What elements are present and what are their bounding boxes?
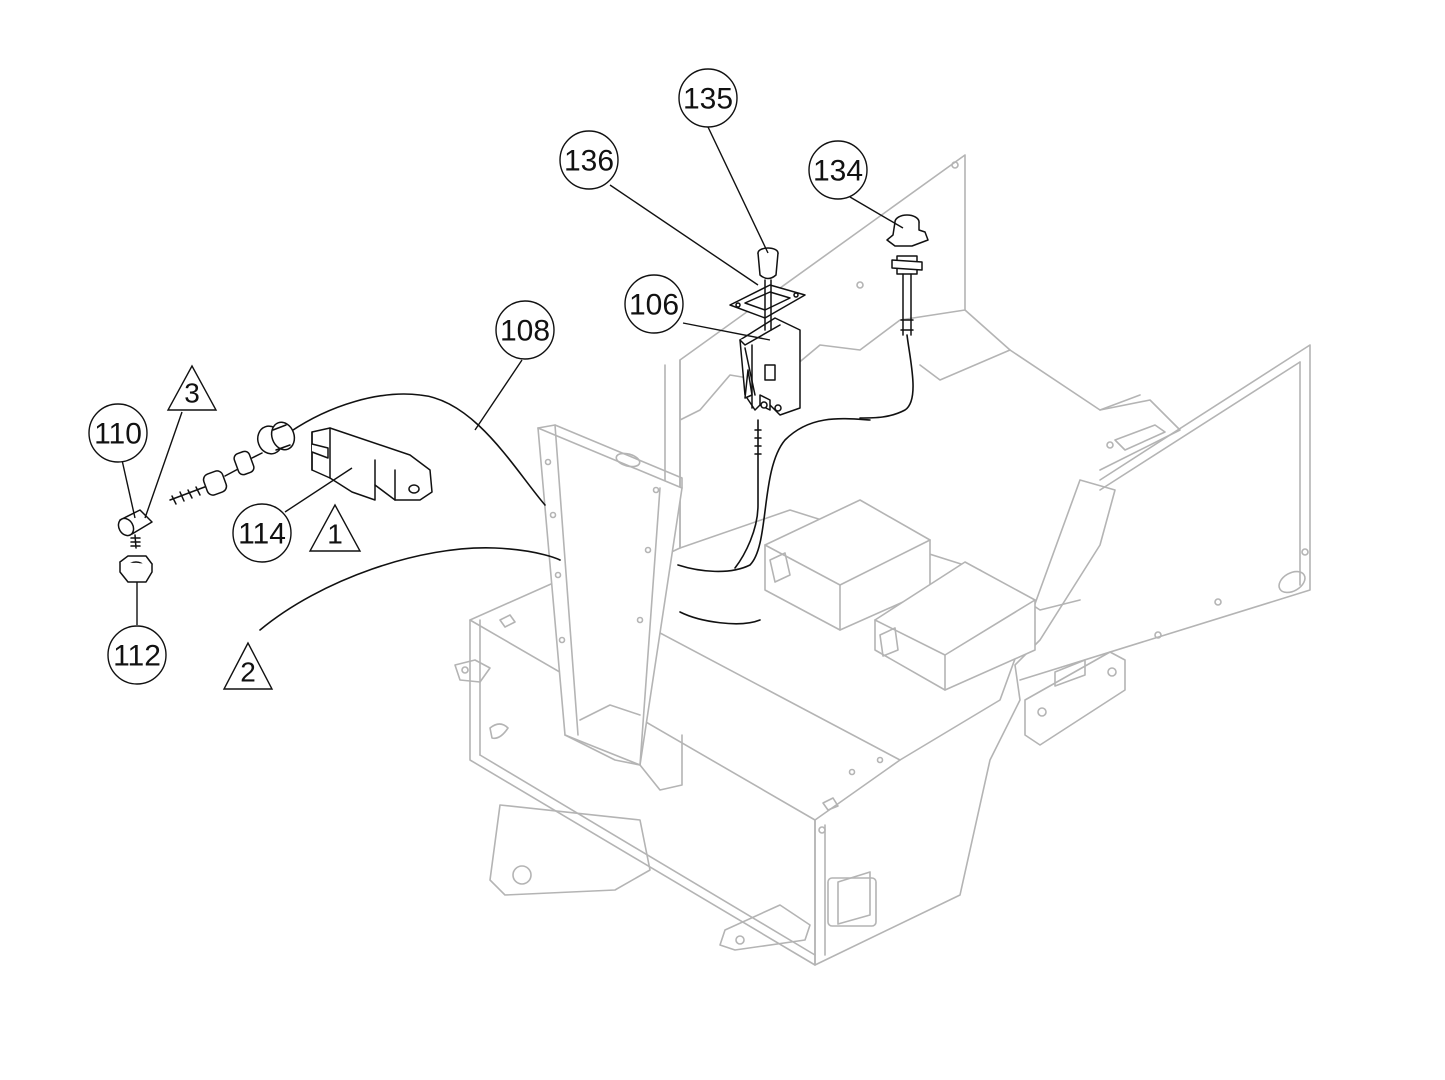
skid-hole	[735, 935, 745, 945]
note-flag-1: 1	[308, 503, 362, 552]
cable-108-continue	[677, 417, 871, 573]
floor-edge	[1099, 394, 1141, 411]
floor-plate	[1114, 424, 1166, 451]
base-tab-hole	[461, 666, 469, 674]
note-flag-2: 2	[222, 641, 274, 690]
cable-108	[289, 393, 546, 506]
base-hole	[848, 768, 856, 776]
callout-112-label: 112	[113, 640, 161, 673]
cable-lower-continue	[679, 611, 761, 625]
note-flag-3-label: 3	[184, 378, 200, 409]
note-flags: 3 1 2	[166, 364, 362, 690]
leader-136	[609, 184, 759, 286]
frame-back-wall	[664, 154, 966, 556]
right-wall-slot	[1278, 570, 1306, 594]
callout-114-label: 114	[238, 518, 286, 551]
callout-112: 112	[107, 625, 167, 685]
base-hole	[876, 756, 884, 764]
leader-108	[474, 359, 523, 431]
callout-108: 108	[495, 300, 555, 360]
right-wall-hole	[1301, 548, 1309, 556]
frame-skid-right	[719, 904, 811, 951]
cable-lower	[259, 547, 561, 631]
right-wall-edge	[1099, 361, 1301, 491]
cable-end-assembly	[169, 421, 296, 505]
bracket-114	[311, 427, 433, 501]
frame-structure	[454, 154, 1311, 966]
callout-135: 135	[678, 68, 738, 128]
control-cable	[734, 419, 759, 569]
callout-108-label: 108	[500, 315, 550, 348]
leader-106	[682, 322, 771, 341]
leader-110	[121, 459, 136, 519]
knob-134	[859, 214, 929, 419]
callouts: 135 136 134 106 108 110 114 112	[88, 68, 868, 685]
floor-hole	[1106, 441, 1114, 449]
callout-136-label: 136	[564, 145, 614, 178]
rod-end-110	[117, 509, 153, 549]
bracket-hole	[1037, 707, 1047, 717]
callout-135-label: 135	[683, 83, 733, 116]
right-wall-bracket	[1024, 651, 1126, 746]
note-flag-1-label: 1	[327, 519, 343, 550]
back-wall-hole	[856, 281, 864, 289]
base-clip	[489, 723, 509, 740]
right-wall-tab	[1054, 659, 1086, 687]
bracket-hole	[1107, 667, 1117, 677]
note-flag-3: 3	[166, 364, 218, 411]
leader-114	[284, 467, 353, 513]
nut-112	[119, 555, 153, 583]
note-flag-2-label: 2	[240, 657, 256, 688]
leader-135	[707, 126, 769, 254]
callout-134-label: 134	[813, 155, 863, 188]
callout-106-label: 106	[629, 289, 679, 322]
front-wall-opening-inner	[837, 871, 871, 925]
base-tab	[499, 614, 516, 628]
frame-floor-edges	[964, 309, 1181, 471]
right-wall-hole	[1214, 598, 1222, 606]
base-edge	[479, 754, 816, 956]
base-tab	[822, 797, 839, 811]
skid-hole	[512, 865, 532, 885]
callout-106: 106	[624, 274, 684, 334]
callout-110: 110	[88, 403, 148, 463]
gasket-136	[729, 284, 806, 319]
leader-lines	[121, 126, 904, 625]
leader-note-3	[144, 411, 183, 519]
callout-110-label: 110	[94, 418, 142, 451]
frame-right-wall	[1019, 344, 1311, 681]
callout-114: 114	[232, 503, 292, 563]
front-wall-opening	[827, 877, 877, 927]
control-106	[739, 317, 801, 416]
callout-134: 134	[808, 140, 868, 200]
base-tab	[454, 659, 491, 683]
battery-box-2	[874, 561, 1036, 691]
floor-edge	[919, 349, 1011, 381]
frame-skid-left	[489, 804, 651, 896]
back-wall-hole	[951, 161, 959, 169]
pedestal-column	[537, 424, 683, 791]
front-wall-hole	[818, 826, 826, 834]
control-cable-threads	[754, 429, 762, 455]
leader-134	[849, 196, 904, 229]
callout-136: 136	[559, 130, 619, 190]
right-wall-hole	[1154, 631, 1162, 639]
